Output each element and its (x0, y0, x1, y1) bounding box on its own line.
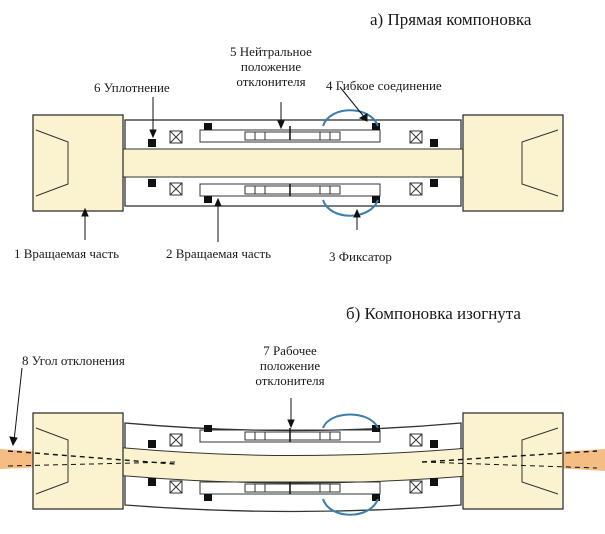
right-rotating-part-bent (462, 412, 564, 510)
bearing-left-top (169, 130, 183, 144)
label-neutral-position: 5 Нейтральное положение отклонителя (230, 44, 312, 89)
seal-left-bottom (148, 179, 156, 187)
label-flexible-connection: 4 Гибкое соединение (326, 78, 442, 93)
bearing-bent-right-top (409, 433, 423, 447)
left-rotating-part-straight (32, 114, 124, 212)
flex-link-bent-bottom (322, 498, 379, 516)
deflector-bent-bottom (244, 483, 341, 493)
bearing-left-bottom (169, 182, 183, 196)
bearing-right-top (409, 130, 423, 144)
bent-assembly (0, 412, 605, 516)
label-seal: 6 Уплотнение (94, 80, 170, 95)
label-deflection-angle: 8 Угол отклонения (22, 353, 125, 368)
bearing-bent-left-bottom (169, 480, 183, 494)
left-rotating-part-bent (32, 412, 124, 510)
label-rotating-part-1: 1 Вращаемая часть (14, 246, 120, 261)
flex-link-bent-top (322, 413, 379, 429)
label-rotating-part-2: 2 Вращаемая часть (166, 246, 272, 261)
bearing-right-bottom (409, 182, 423, 196)
flex-link-straight-top (322, 109, 379, 127)
leaders-bent (9, 367, 295, 447)
seal-right-bottom (430, 179, 438, 187)
seal-left-top (148, 139, 156, 147)
title-bent: б) Компоновка изогнута (346, 304, 521, 323)
flex-link-straight-bottom (322, 199, 379, 217)
bearing-bent-right-bottom (409, 480, 423, 494)
bearing-bent-left-top (169, 433, 183, 447)
deflector-straight-bottom (244, 185, 341, 195)
leaders-straight (81, 86, 368, 242)
seal-right-top (430, 139, 438, 147)
label-working-position: 7 Рабочее положение отклонителя (255, 343, 325, 388)
right-rotating-part-straight (462, 114, 564, 212)
straight-assembly (32, 109, 564, 217)
title-straight: а) Прямая компоновка (370, 10, 532, 29)
label-fixator: 3 Фиксатор (329, 249, 392, 264)
shaft-straight (119, 148, 471, 178)
deflector-bent-top (244, 431, 341, 441)
deflector-straight-top (244, 131, 341, 141)
